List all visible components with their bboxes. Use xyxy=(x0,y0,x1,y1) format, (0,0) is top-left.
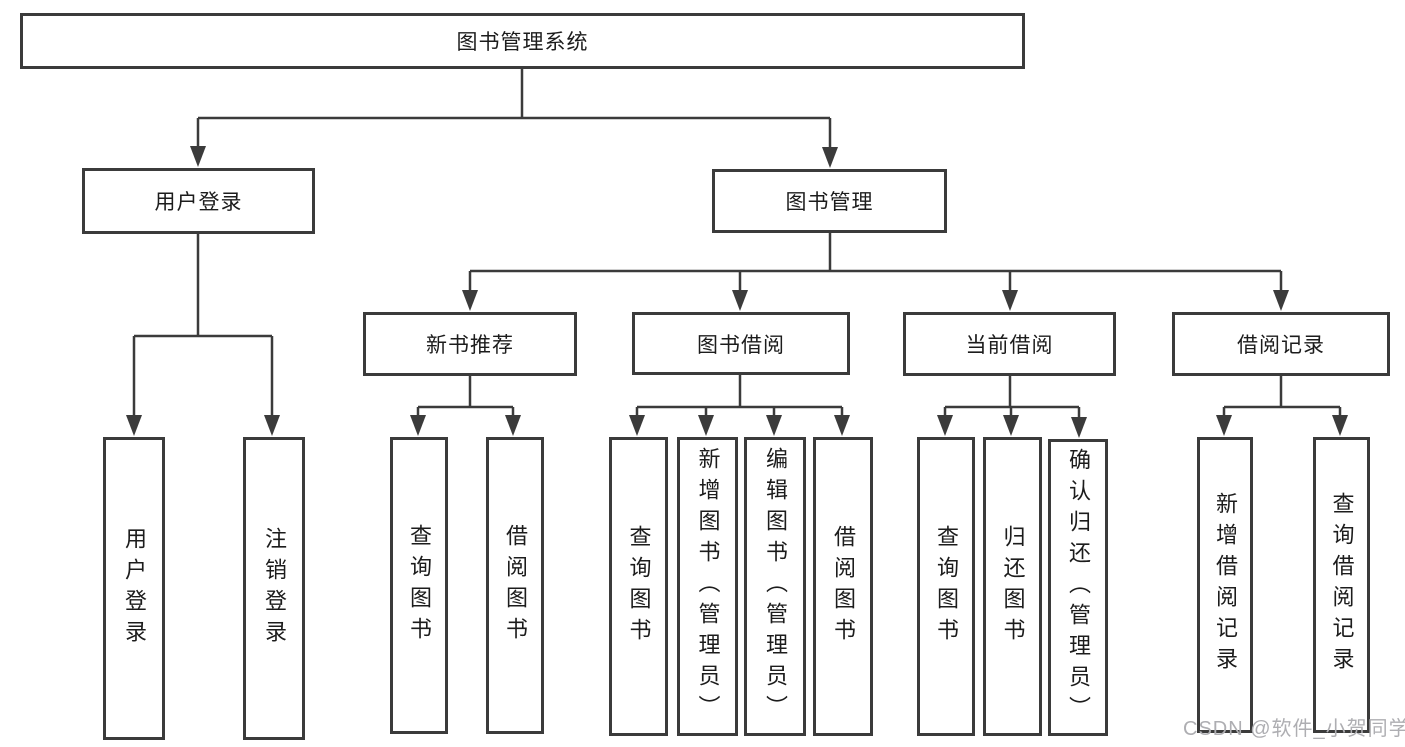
node-label: 图书借阅 xyxy=(697,333,785,357)
arrowheads xyxy=(126,146,1348,438)
node-label: 归还图书 xyxy=(1000,524,1026,649)
node-label: 新增借阅记录 xyxy=(1213,492,1238,678)
node-label: 查询图书 xyxy=(626,524,652,649)
csdn-watermark: CSDN @软件_小贺同学 xyxy=(1183,718,1405,740)
node-book-borrowing: 图书借阅 xyxy=(632,312,850,375)
node-leaf-add-borrow-record: 新增借阅记录 xyxy=(1197,437,1253,733)
node-borrowing-records: 借阅记录 xyxy=(1172,312,1390,376)
node-label: 查询图书 xyxy=(407,523,432,648)
node-leaf-query-books-current: 查询图书 xyxy=(917,437,975,736)
node-label: 图书管理系统 xyxy=(456,31,589,54)
node-label: 当前借阅 xyxy=(965,334,1054,357)
node-leaf-query-books-borrow: 查询图书 xyxy=(609,437,668,736)
node-label: 用户登录 xyxy=(154,191,243,214)
node-leaf-borrow-books-recommend: 借阅图书 xyxy=(486,437,544,734)
node-leaf-user-login: 用户登录 xyxy=(103,437,165,740)
node-label: 借阅记录 xyxy=(1237,334,1325,357)
node-leaf-confirm-return-admin: 确认归还（管理员） xyxy=(1048,439,1108,736)
node-label: 借阅图书 xyxy=(831,524,856,649)
node-current-borrowing: 当前借阅 xyxy=(903,312,1116,376)
node-label: 编辑图书（管理员） xyxy=(763,447,788,726)
node-leaf-edit-book-admin: 编辑图书（管理员） xyxy=(744,437,806,736)
node-label: 用户登录 xyxy=(122,526,147,651)
node-label: 新书推荐 xyxy=(426,334,514,357)
node-leaf-return-book: 归还图书 xyxy=(983,437,1042,736)
node-label: 新增图书（管理员） xyxy=(695,447,721,726)
node-label: 查询图书 xyxy=(934,524,959,649)
node-leaf-add-book-admin: 新增图书（管理员） xyxy=(677,437,738,736)
node-label: 查询借阅记录 xyxy=(1329,492,1355,678)
node-new-book-recommend: 新书推荐 xyxy=(363,312,577,376)
node-leaf-query-books-recommend: 查询图书 xyxy=(390,437,448,734)
node-leaf-logout: 注销登录 xyxy=(243,437,305,740)
node-library-system: 图书管理系统 xyxy=(20,13,1025,69)
node-book-management: 图书管理 xyxy=(712,169,947,233)
node-label: 图书管理 xyxy=(785,191,874,214)
node-label: 注销登录 xyxy=(262,526,287,651)
node-label: 确认归还（管理员） xyxy=(1066,448,1091,727)
node-leaf-query-borrow-record: 查询借阅记录 xyxy=(1313,437,1370,733)
node-leaf-borrow-books: 借阅图书 xyxy=(813,437,873,736)
node-label: 借阅图书 xyxy=(503,523,528,648)
node-user-login: 用户登录 xyxy=(82,168,315,234)
